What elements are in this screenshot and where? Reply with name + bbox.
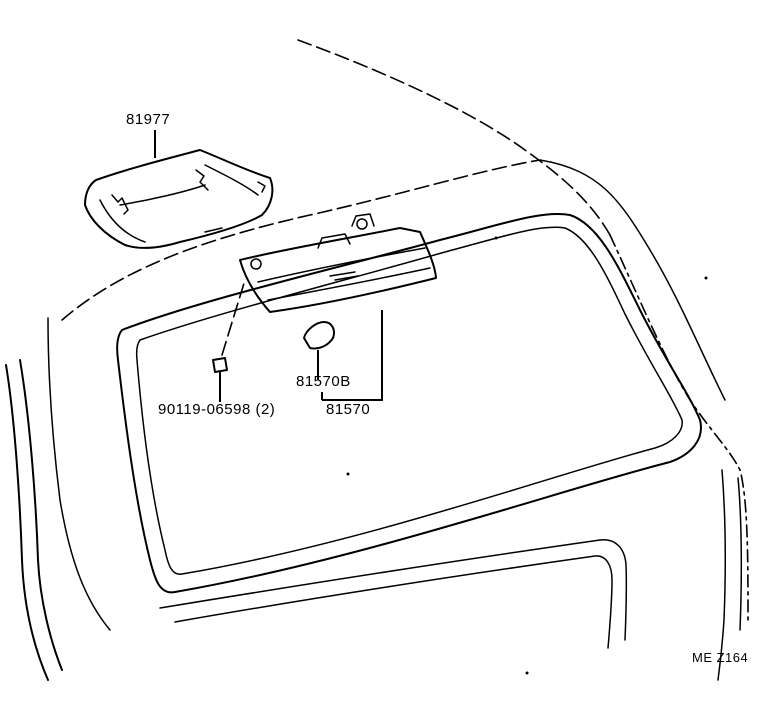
speck — [704, 276, 708, 280]
roof-outline — [297, 39, 611, 236]
lower-panel-edge — [159, 539, 628, 641]
glass-outer — [116, 213, 702, 594]
label-81977: 81977 — [126, 111, 171, 128]
speck — [346, 472, 350, 476]
leader-81570-bracket — [321, 310, 383, 401]
left-body-curve-2 — [19, 359, 63, 671]
label-81570: 81570 — [326, 401, 371, 418]
screw-90119 — [212, 279, 246, 402]
back-door-outline — [609, 234, 749, 621]
upper-frame-line — [47, 317, 111, 631]
left-body-curve-1 — [5, 364, 49, 681]
label-81570b: 81570B — [296, 373, 351, 390]
bumper-line-2 — [737, 477, 743, 631]
bumper-line — [717, 469, 727, 681]
speck — [525, 671, 529, 675]
glass-inner — [135, 226, 683, 575]
bulb-81570b — [303, 321, 335, 350]
door-top-edge — [61, 159, 541, 321]
lower-panel-edge-2 — [174, 555, 613, 649]
label-90119-06598: 90119-06598 (2) — [158, 401, 276, 418]
speck — [494, 236, 498, 240]
stop-lamp-81570 — [239, 213, 437, 313]
cover-81977 — [84, 149, 274, 249]
upper-frame-right — [539, 159, 726, 401]
figure-code: ME Z164 — [692, 650, 749, 665]
